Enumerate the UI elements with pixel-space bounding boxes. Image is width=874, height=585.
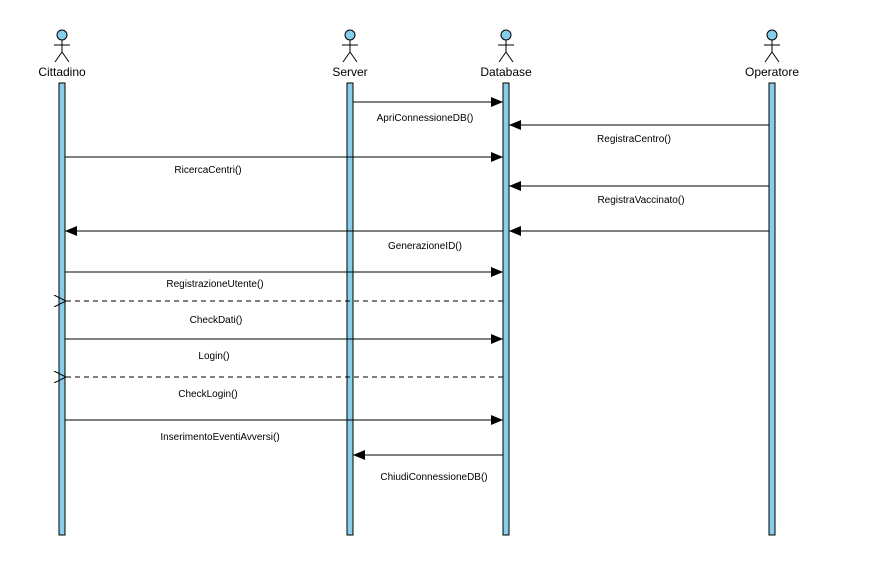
participant-operatore: Operatore: [745, 29, 799, 536]
participant-cittadino: Cittadino: [38, 29, 86, 536]
participant-label-server: Server: [332, 65, 367, 79]
actor-database-icon: [498, 29, 514, 63]
messages: [65, 97, 769, 460]
message-label-checkdati: CheckDati(): [190, 315, 243, 326]
actor-cittadino-icon: [54, 29, 70, 63]
actor-server-icon: [342, 29, 358, 63]
lifeline-operatore: [768, 82, 776, 536]
message-label-chiudiconnessionedb: ChiudiConnessioneDB(): [380, 472, 487, 483]
message-label-inserimentoeventiavversi: InserimentoEventiAvversi(): [160, 432, 279, 443]
lifeline-cittadino: [58, 82, 66, 536]
participant-database: Database: [480, 29, 532, 536]
message-label-registrazioneutente: RegistrazioneUtente(): [166, 279, 263, 290]
message-label-registracentro: RegistraCentro(): [597, 134, 671, 145]
message-label-ricercacentri: RicercaCentri(): [174, 165, 241, 176]
lifeline-server: [346, 82, 354, 536]
message-labels: ApriConnessioneDB() RegistraCentro() Ric…: [160, 113, 684, 483]
lifeline-database: [502, 82, 510, 536]
message-label-checklogin: CheckLogin(): [178, 389, 237, 400]
participant-label-operatore: Operatore: [745, 65, 799, 79]
actor-operatore-icon: [764, 29, 780, 63]
message-label-generazioneid: GenerazioneID(): [388, 241, 462, 252]
message-label-registravaccinato: RegistraVaccinato(): [597, 195, 684, 206]
participant-label-cittadino: Cittadino: [38, 65, 86, 79]
message-label-apriconnessionedb: ApriConnessioneDB(): [377, 113, 474, 124]
participant-server: Server: [332, 29, 368, 536]
participant-label-database: Database: [480, 65, 532, 79]
message-label-login: Login(): [198, 351, 229, 362]
